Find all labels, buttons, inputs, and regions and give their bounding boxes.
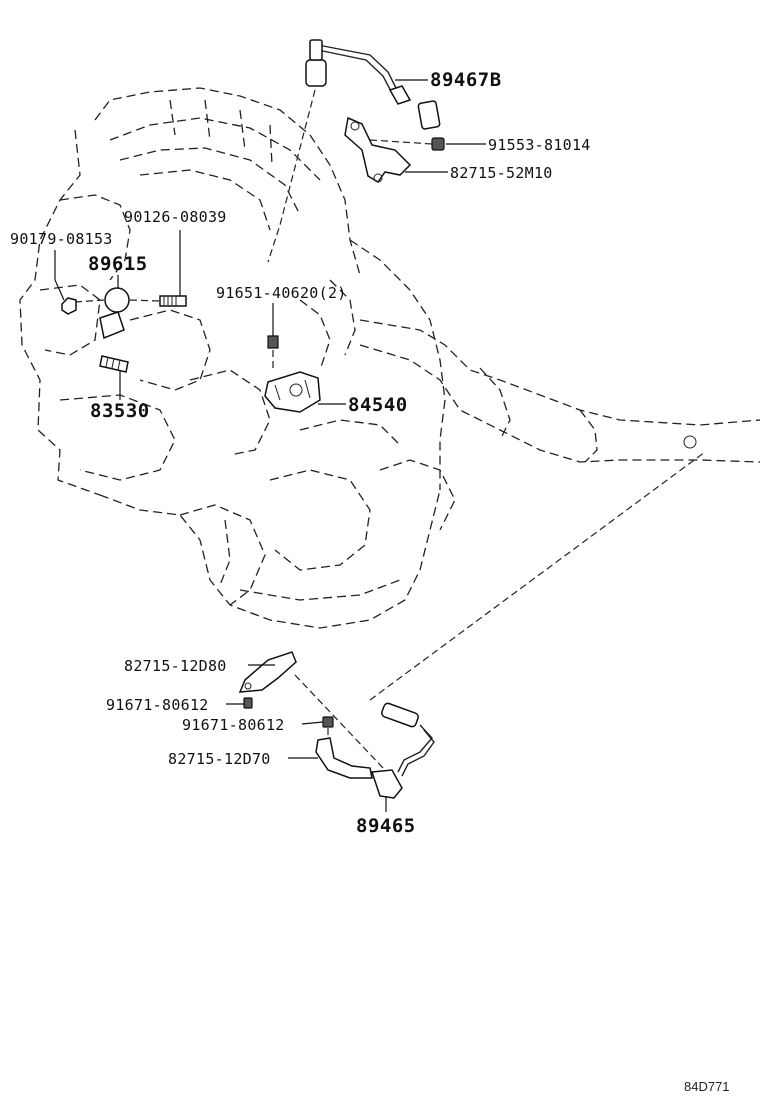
- oil-pressure-switch: [99, 355, 129, 373]
- bolt-90126-08039: [159, 295, 187, 307]
- bolt-91553-81014: [431, 137, 445, 151]
- engine-assembly-outline: [19, 87, 456, 629]
- label-84540: 84540: [348, 394, 408, 416]
- crank-position-sensor: [74, 287, 161, 340]
- label-90179-08153: 90179-08153: [10, 230, 113, 248]
- label-82715-12D70: 82715-12D70: [168, 750, 271, 768]
- label-89615: 89615: [88, 253, 148, 275]
- label-82715-12D80: 82715-12D80: [124, 657, 227, 675]
- label-89467B: 89467B: [430, 69, 502, 91]
- bracket-82715-12D80: [238, 651, 297, 693]
- upper-oxygen-sensor: [267, 39, 441, 263]
- label-91553-81014: 91553-81014: [488, 136, 591, 154]
- bracket-82715-12D70: [315, 737, 373, 779]
- exhaust-hanger-hole: [683, 435, 697, 449]
- label-82715-52M10: 82715-52M10: [450, 164, 553, 182]
- label-91671-80612-a: 91671-80612: [106, 696, 209, 714]
- lower-oxygen-sensor: [294, 451, 706, 799]
- upper-sensor-bracket: [344, 116, 433, 184]
- leader-lines: [54, 79, 486, 812]
- label-83530: 83530: [90, 400, 150, 422]
- diagram-code: 84D771: [684, 1079, 730, 1094]
- label-90126-08039: 90126-08039: [124, 208, 227, 226]
- label-91671-80612-b: 91671-80612: [182, 716, 285, 734]
- nut-90179-08153: [61, 297, 77, 315]
- label-91651-40620: 91651-40620(2): [216, 284, 347, 302]
- bolt-91671-80612-a: [243, 697, 253, 709]
- neutral-start-switch: [264, 335, 321, 413]
- part-labels: 89467B 91553-81014 82715-52M10 90126-080…: [10, 69, 591, 837]
- exhaust-pipe-outline: [359, 319, 760, 463]
- label-89465: 89465: [356, 815, 416, 837]
